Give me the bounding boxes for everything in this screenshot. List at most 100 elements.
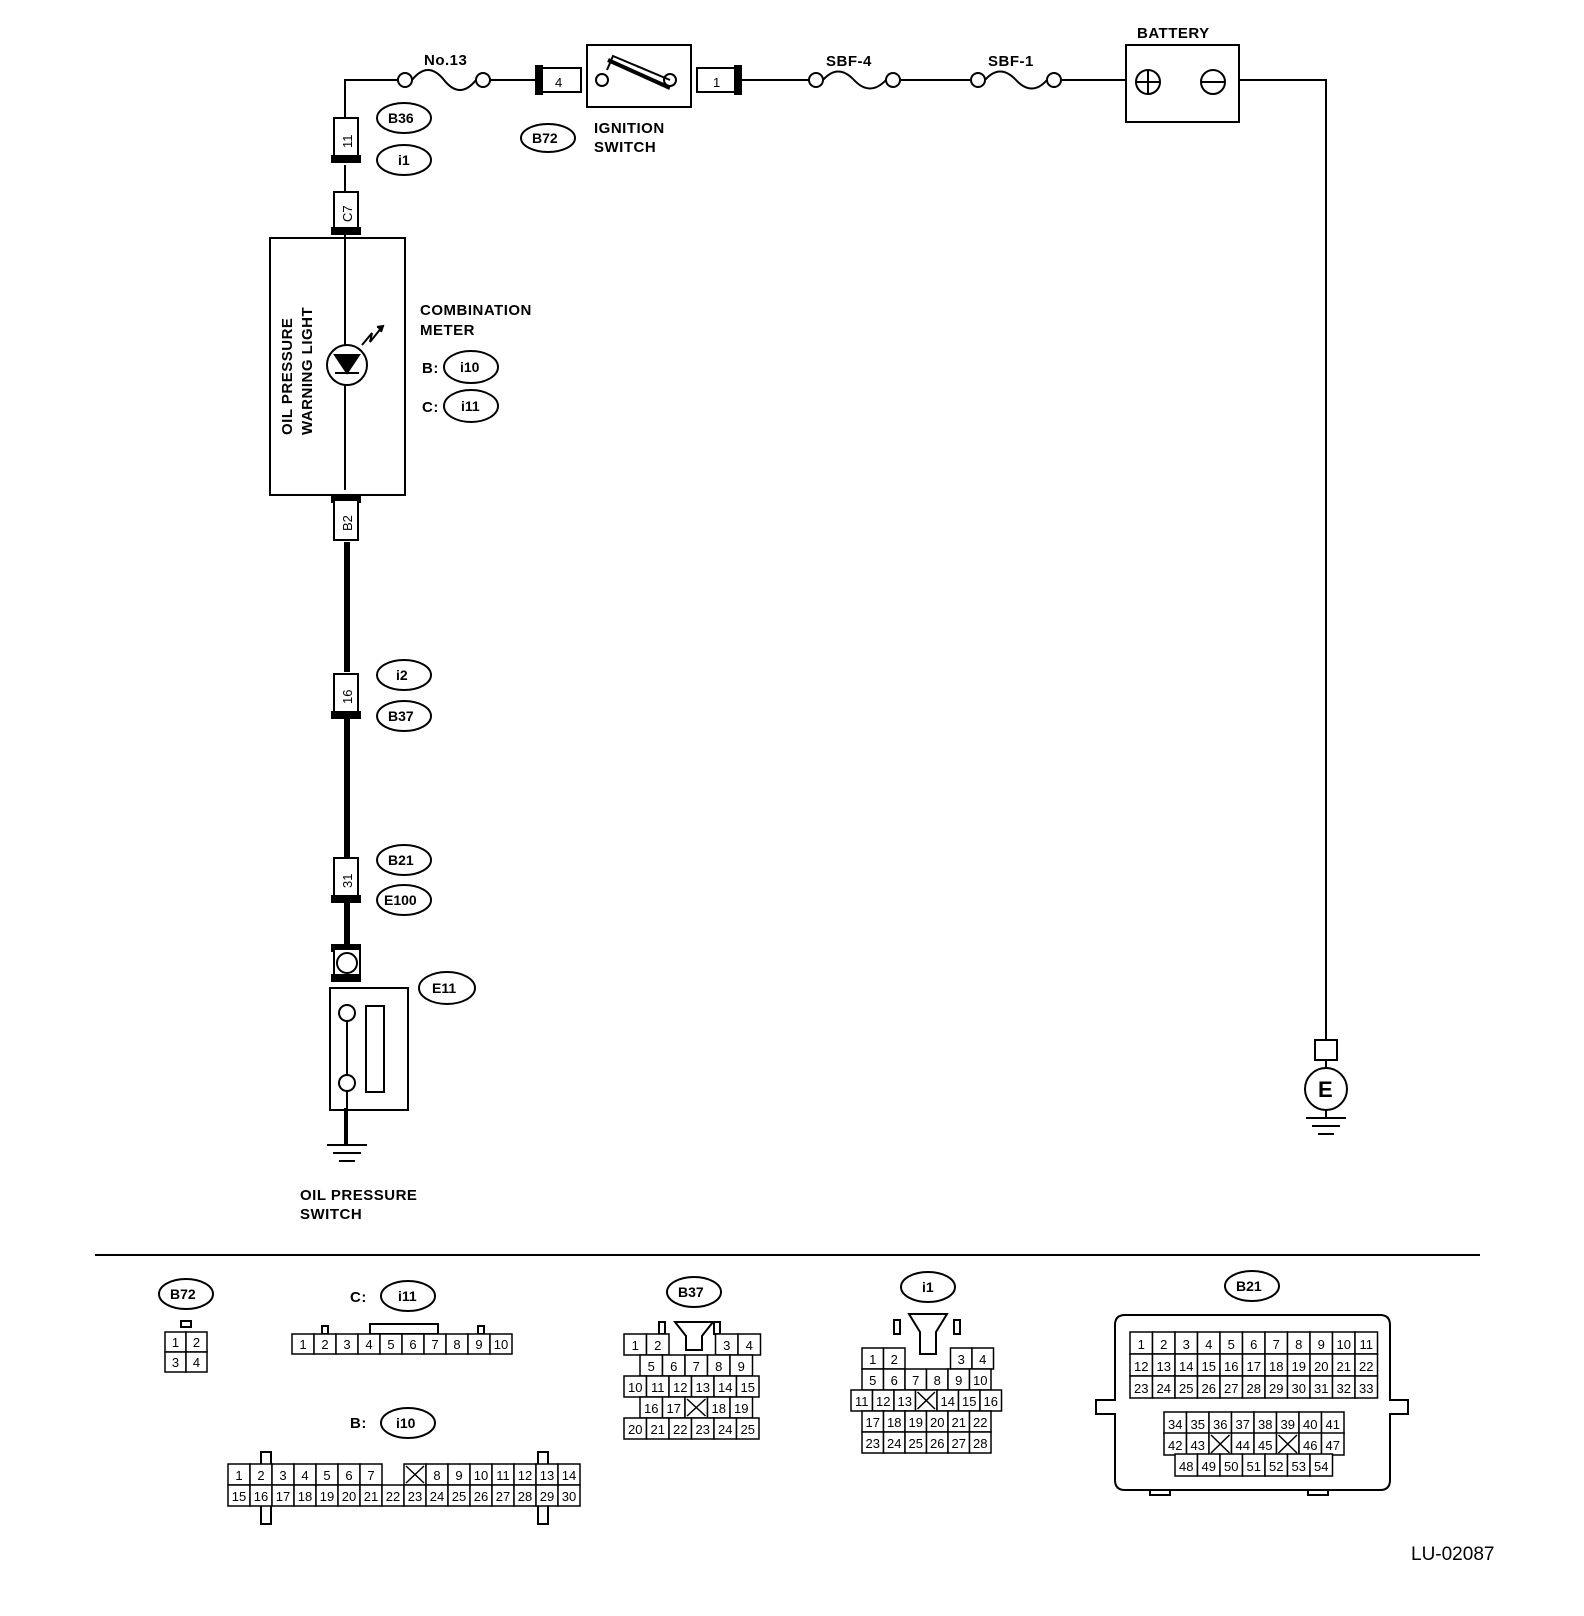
pin-b37-4-4: 24: [713, 1417, 738, 1440]
pin-b37-1-3: 8: [706, 1354, 731, 1377]
b36-label: B36: [388, 110, 414, 126]
pin-b37-1-4: 9: [729, 1354, 754, 1377]
pin-b21-5-3-label: 51: [1247, 1459, 1261, 1474]
combination-label-1: COMBINATION: [420, 302, 532, 319]
pin-i10-1-10: 25: [447, 1484, 471, 1507]
view-b37-oval: [666, 1276, 722, 1308]
b36-oval: [376, 102, 432, 134]
pin-b21-1-10-label: 22: [1359, 1359, 1373, 1374]
pin-b21-2-1-label: 24: [1157, 1381, 1171, 1396]
pin-i1-0-0-label: 1: [869, 1352, 876, 1367]
pin-b21-4-0: 42: [1163, 1432, 1188, 1456]
pin-b21-5-2: 50: [1219, 1453, 1244, 1477]
pin-b37-4-5-label: 25: [741, 1422, 755, 1437]
pin-i1-0-3-label: 3: [958, 1352, 965, 1367]
connector-b2-pin: B2: [340, 515, 355, 531]
pin-b21-2-3: 26: [1196, 1375, 1221, 1399]
connector-c7: [331, 191, 361, 235]
pin-b21-0-5: 6: [1241, 1331, 1266, 1355]
pin-b72-0-1-label: 2: [193, 1335, 200, 1350]
pin-b21-3-0: 34: [1163, 1411, 1188, 1435]
pin-i10-0-12: 11: [491, 1463, 515, 1486]
pin-b21-5-4-label: 52: [1269, 1459, 1283, 1474]
pin-b21-4-6-label: 46: [1303, 1438, 1317, 1453]
pin-i1-4-0-label: 23: [866, 1436, 880, 1451]
pin-b37-1-0: 5: [639, 1354, 664, 1377]
b37-oval: [376, 700, 432, 732]
ignition-pin-out: 1: [713, 75, 720, 90]
pin-b21-0-6-label: 7: [1273, 1337, 1280, 1352]
pin-b37-0-4-label: 4: [746, 1338, 753, 1353]
pin-i1-4-4: 27: [947, 1431, 971, 1454]
view-i1-label: i1: [922, 1279, 934, 1295]
pin-b37-3-0-label: 16: [644, 1401, 658, 1416]
pin-i10-1-2-label: 17: [276, 1489, 290, 1504]
pin-b21-1-1: 13: [1151, 1353, 1176, 1377]
pin-b37-4-4-label: 24: [718, 1422, 732, 1437]
pin-i10-1-11: 26: [469, 1484, 493, 1507]
pin-i1-0-1: 2: [882, 1347, 906, 1370]
pin-i10-1-11-label: 26: [474, 1489, 488, 1504]
pin-i1-4-1: 24: [882, 1431, 906, 1454]
ignition-switch: [535, 44, 742, 108]
pin-b37-3-4: 19: [729, 1396, 754, 1419]
pin-b37-4-3-label: 23: [696, 1422, 710, 1437]
pin-i10-1-8-label: 23: [408, 1489, 422, 1504]
pin-i11-0-1-label: 2: [321, 1337, 328, 1352]
pin-b37-0-1-label: 2: [654, 1338, 661, 1353]
pin-i1-4-4-label: 27: [952, 1436, 966, 1451]
b37-label: B37: [388, 708, 414, 724]
pin-b21-2-8: 31: [1309, 1375, 1334, 1399]
pin-i1-2-6: 16: [979, 1389, 1003, 1412]
ground-e-label: E: [1318, 1077, 1333, 1102]
pin-b21-0-0-label: 1: [1138, 1337, 1145, 1352]
pin-b21-4-3-label: 44: [1236, 1438, 1250, 1453]
pin-b37-2-1-label: 11: [651, 1380, 665, 1395]
pin-i1-1-4-label: 9: [955, 1373, 962, 1388]
figure-code: LU-02087: [1411, 1544, 1494, 1565]
connector-c7-pin: C7: [340, 205, 355, 222]
pin-b21-2-9-label: 32: [1337, 1381, 1351, 1396]
view-b21-oval: [1224, 1270, 1280, 1302]
pin-b21-0-2-label: 3: [1183, 1337, 1190, 1352]
pin-i1-4-3-label: 26: [930, 1436, 944, 1451]
i1-label: i1: [398, 152, 410, 168]
pin-b21-3-3-label: 37: [1236, 1417, 1250, 1432]
i11-label: i11: [461, 398, 480, 414]
pin-b21-4-7: 47: [1320, 1432, 1345, 1456]
pin-b37-4-0-label: 20: [628, 1422, 642, 1437]
pin-i10-1-1-label: 16: [254, 1489, 268, 1504]
pin-i10-0-15: 14: [557, 1463, 581, 1486]
oil-pressure-switch: [327, 944, 409, 1162]
battery-label: BATTERY: [1137, 25, 1210, 42]
pin-b21-2-4: 27: [1219, 1375, 1244, 1399]
pin-i1-4-5: 28: [968, 1431, 992, 1454]
pin-b21-2-10-label: 33: [1359, 1381, 1373, 1396]
view-i11-label: i11: [398, 1288, 417, 1304]
warning-label-1: OIL PRESSURE: [279, 318, 296, 435]
pin-b37-4-3: 23: [690, 1417, 715, 1440]
pin-i10-1-1: 16: [249, 1484, 273, 1507]
pin-i10-1-10-label: 25: [452, 1489, 466, 1504]
pin-b37-2-3-label: 13: [696, 1380, 710, 1395]
pin-i10-1-5-label: 20: [342, 1489, 356, 1504]
view-b21-foot-r: [1307, 1489, 1329, 1496]
b21-oval: [376, 844, 432, 876]
pin-i10-1-3-label: 18: [298, 1489, 312, 1504]
pin-i10-0-15-label: 14: [562, 1468, 576, 1483]
pin-b37-3-2: [684, 1396, 709, 1419]
view-i11-tab-right: [477, 1325, 485, 1335]
pin-b21-5-0: 48: [1174, 1453, 1199, 1477]
pin-i11-0-7-label: 8: [453, 1337, 460, 1352]
pin-b37-4-2: 22: [668, 1417, 693, 1440]
pin-i1-4-0: 23: [861, 1431, 885, 1454]
pin-i10-0-1-label: 2: [257, 1468, 264, 1483]
connector-11-pin: 11: [340, 135, 355, 149]
pin-i11-0-4: 5: [379, 1333, 403, 1355]
pin-i1-3-1-label: 18: [887, 1415, 901, 1430]
pin-i1-3-1: 18: [882, 1410, 906, 1433]
pin-b21-2-4-label: 27: [1224, 1381, 1238, 1396]
pin-i11-0-0-label: 1: [299, 1337, 306, 1352]
pin-b21-5-0-label: 48: [1179, 1459, 1193, 1474]
